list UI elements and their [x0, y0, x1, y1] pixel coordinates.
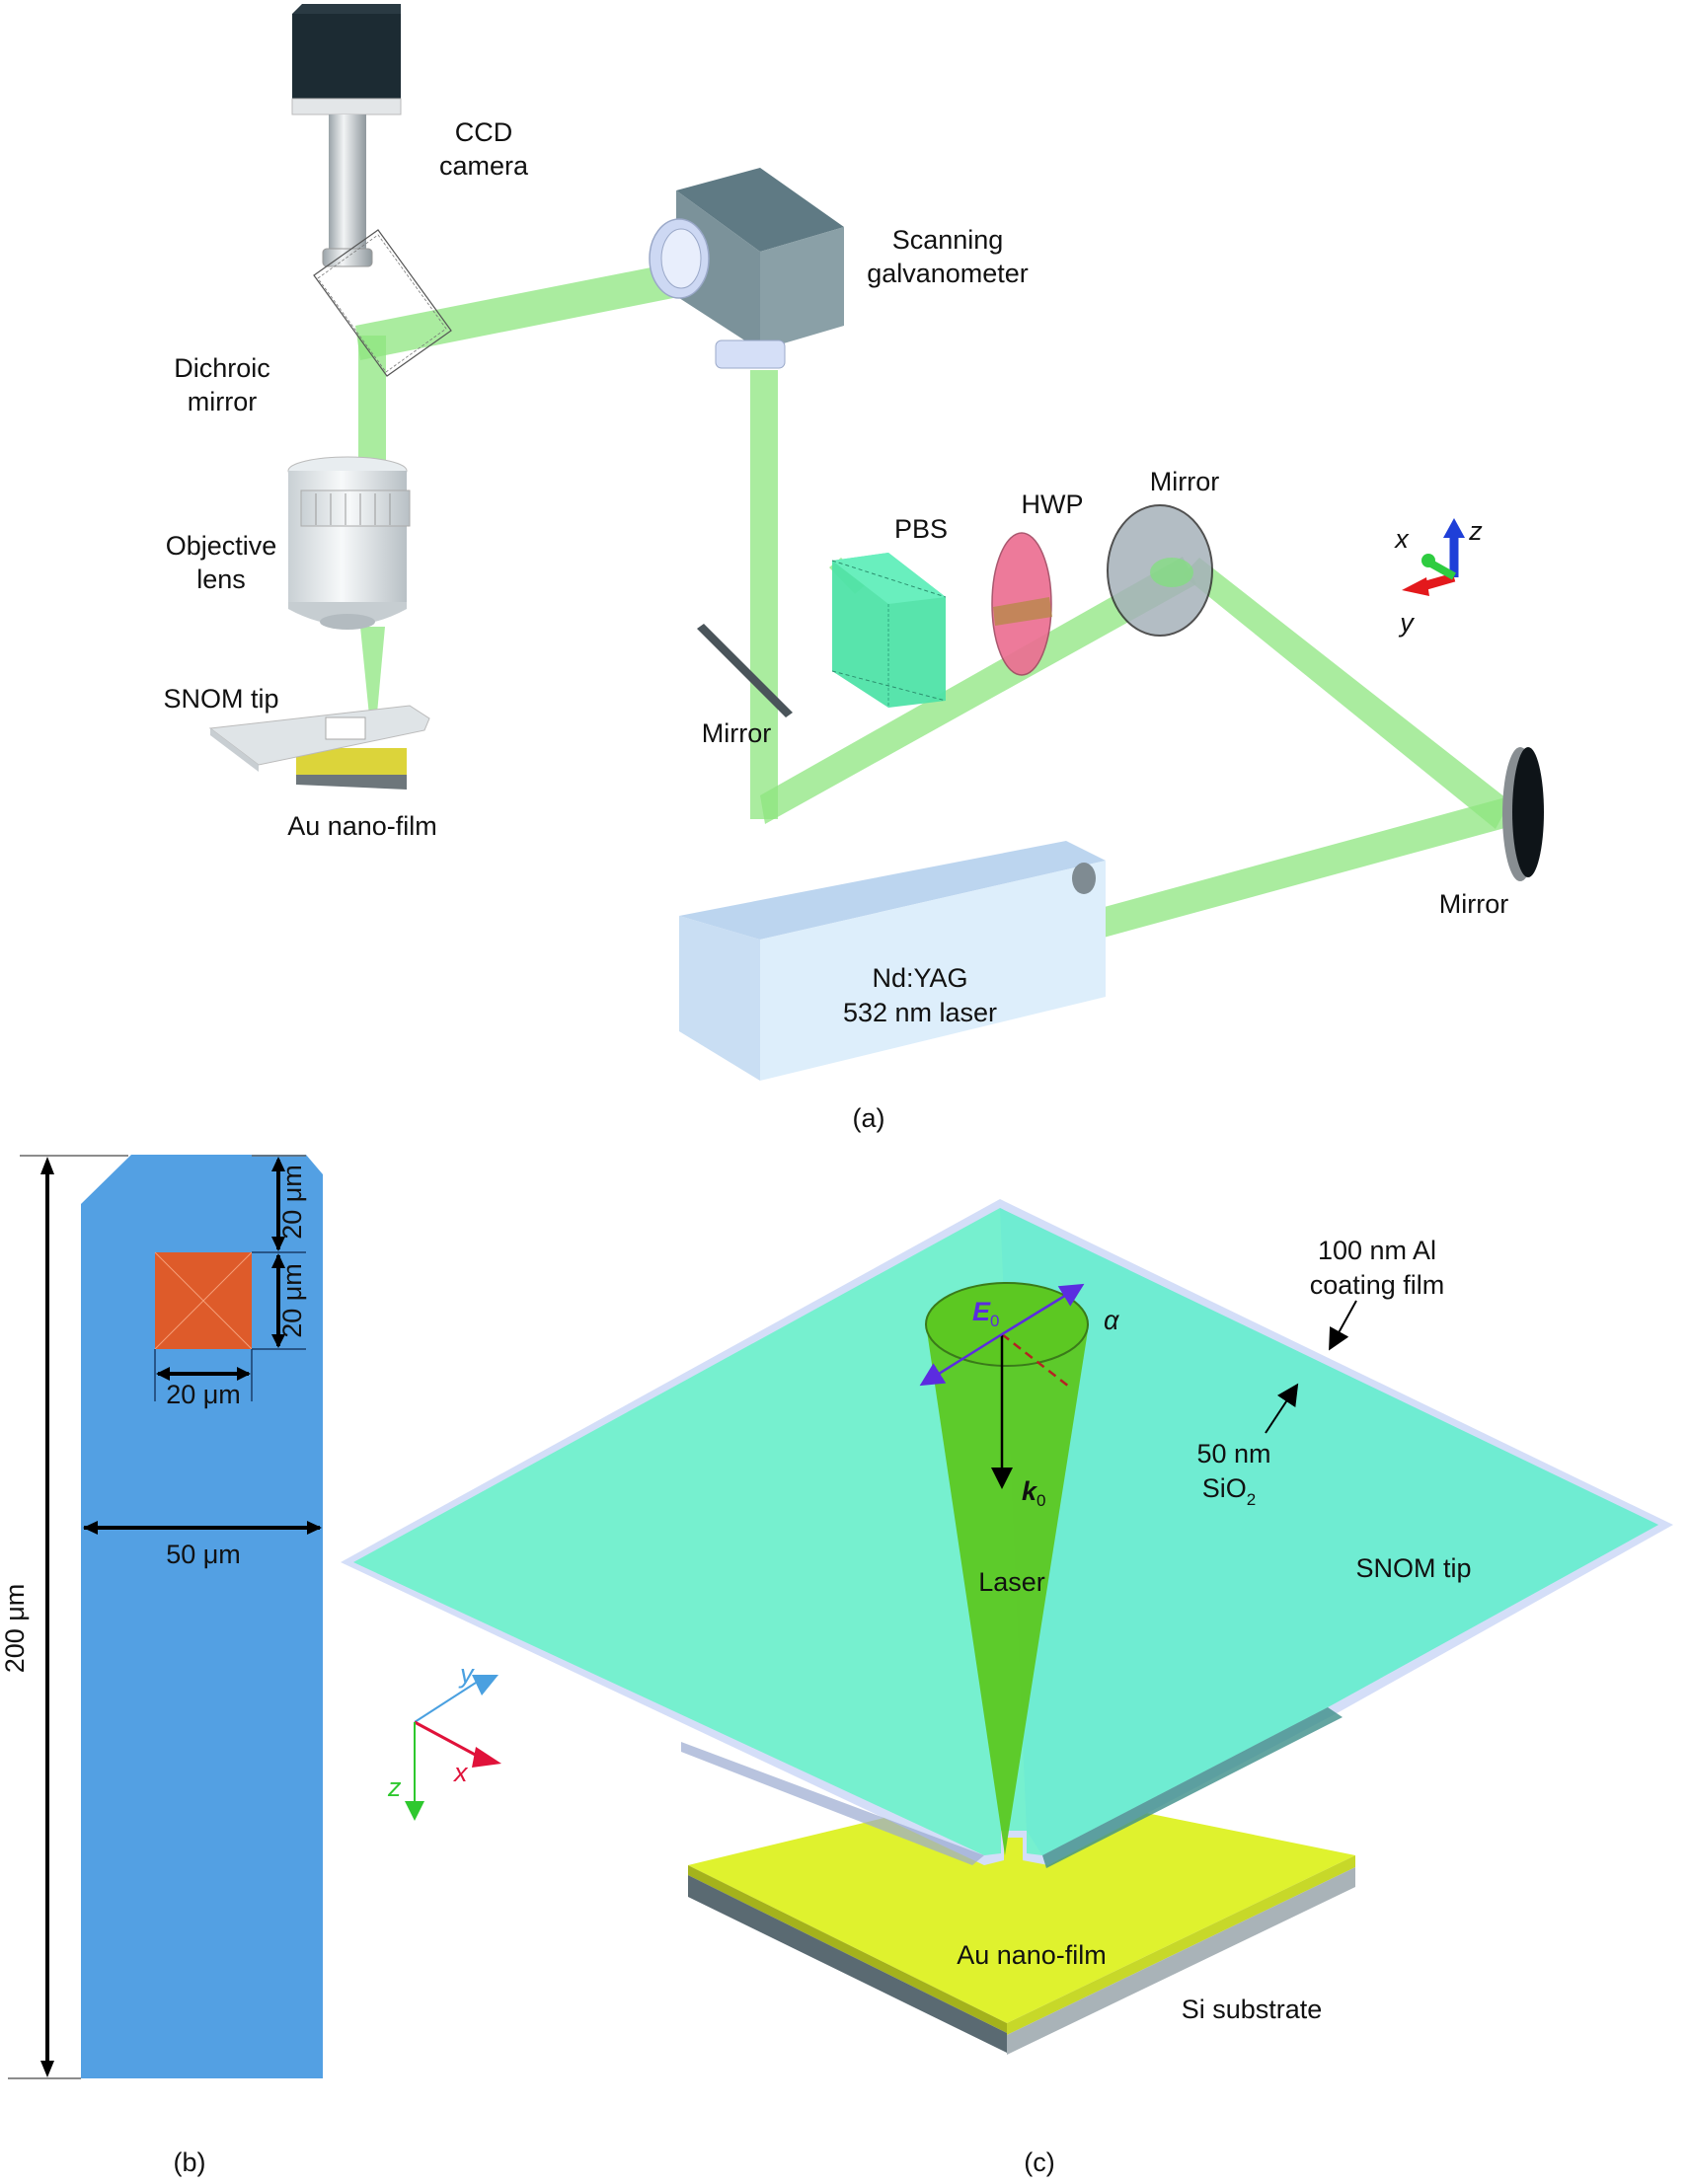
- label-aperture-height: 20 μm: [277, 1263, 307, 1338]
- label-aperture-width: 20 μm: [166, 1380, 241, 1409]
- ccd-label-2: camera: [439, 151, 529, 181]
- e0-label: E0: [972, 1297, 999, 1330]
- caption-b: (b): [174, 2147, 206, 2177]
- objective-lens: [287, 456, 411, 630]
- e0-sub: 0: [990, 1312, 999, 1330]
- label-total-length: 200 μm: [0, 1584, 30, 1674]
- axis-z-label-a: z: [1468, 516, 1483, 546]
- snom-tip-outline: [81, 1155, 323, 2078]
- axes-triad-a: [1402, 518, 1465, 596]
- polarizing-beam-splitter: [831, 553, 947, 708]
- au-film-substrate: [688, 1786, 1355, 2055]
- axis-x-label-c: x: [452, 1758, 469, 1787]
- panel-b: 20 μm 50 μm 20 μm 20 μm 200 μm (b): [0, 1155, 323, 2177]
- k0-main: k: [1022, 1476, 1038, 1506]
- al-coating-label-2: coating film: [1310, 1270, 1445, 1300]
- laser-beam-path: [355, 262, 1510, 938]
- snom-tip-label: SNOM tip: [163, 684, 278, 714]
- label-top-offset: 20 μm: [277, 1165, 307, 1240]
- nd-yag-laser: [679, 841, 1106, 1081]
- snom-tip-label-c: SNOM tip: [1355, 1553, 1471, 1583]
- sio2-sub: 2: [1247, 1490, 1256, 1509]
- axis-y-label-a: y: [1398, 608, 1415, 638]
- sio2-main: SiO: [1202, 1473, 1247, 1503]
- caption-a: (a): [853, 1103, 885, 1133]
- axis-y-label-c: y: [458, 1659, 475, 1689]
- ccd-camera: [291, 4, 402, 267]
- axis-x-label-a: x: [1393, 524, 1410, 554]
- scanning-galvanometer: [649, 168, 844, 369]
- hwp-label: HWP: [1022, 490, 1084, 519]
- panel-c: 100 nm Al coating film 50 nm SiO2 SNOM t…: [341, 1199, 1673, 2177]
- galvo-label-1: Scanning: [892, 225, 1004, 255]
- mirror-right: [1502, 747, 1544, 881]
- snom-tip-cantilever: [208, 705, 430, 790]
- dim-width: [83, 1521, 322, 1535]
- mirror-left-label: Mirror: [702, 718, 771, 748]
- mirror-right-label: Mirror: [1439, 889, 1508, 919]
- laser-label-2: 532 nm laser: [843, 998, 997, 1027]
- au-film-label-c: Au nano-film: [957, 1940, 1107, 1970]
- axes-triad-c: [405, 1675, 501, 1821]
- dichroic-mirror: [313, 229, 452, 377]
- caption-c: (c): [1024, 2147, 1054, 2177]
- panel-a: CCD camera Scanning galvanometer Dichroi…: [163, 4, 1544, 1133]
- e0-main: E: [972, 1297, 991, 1326]
- mirror-top-label: Mirror: [1150, 467, 1219, 496]
- pbs-label: PBS: [894, 514, 948, 544]
- galvo-label-2: galvanometer: [867, 259, 1029, 288]
- label-width: 50 μm: [166, 1540, 241, 1569]
- si-substrate-label: Si substrate: [1182, 1995, 1323, 2024]
- sio2-pointer: [1265, 1383, 1299, 1434]
- half-wave-plate: [991, 532, 1052, 676]
- dim-200um: [40, 1157, 54, 2077]
- ccd-label-1: CCD: [455, 117, 513, 147]
- laser-label-1: Nd:YAG: [872, 963, 967, 993]
- sio2-label-1: 50 nm: [1196, 1439, 1270, 1469]
- al-coating-pointer: [1329, 1300, 1357, 1351]
- au-film-label: Au nano-film: [287, 811, 437, 841]
- k0-sub: 0: [1036, 1491, 1045, 1510]
- mirror-top: [1107, 504, 1213, 637]
- sio2-label-2: SiO2: [1202, 1473, 1256, 1509]
- k0-label: k0: [1022, 1476, 1046, 1510]
- al-coating-label-1: 100 nm Al: [1318, 1236, 1436, 1265]
- mirror-left: [697, 624, 793, 717]
- dim-top-offset: [271, 1157, 285, 1251]
- objective-label-2: lens: [196, 565, 246, 594]
- dim-aperture-height: [271, 1253, 285, 1348]
- dim-aperture-width: [156, 1367, 251, 1381]
- laser-label-c: Laser: [978, 1567, 1045, 1597]
- alpha-label: α: [1104, 1306, 1120, 1335]
- objective-label-1: Objective: [166, 531, 277, 561]
- axis-z-label-c: z: [387, 1772, 402, 1802]
- dichroic-label-1: Dichroic: [174, 353, 270, 383]
- laser-cone: [919, 1282, 1089, 1855]
- dichroic-label-2: mirror: [188, 387, 257, 416]
